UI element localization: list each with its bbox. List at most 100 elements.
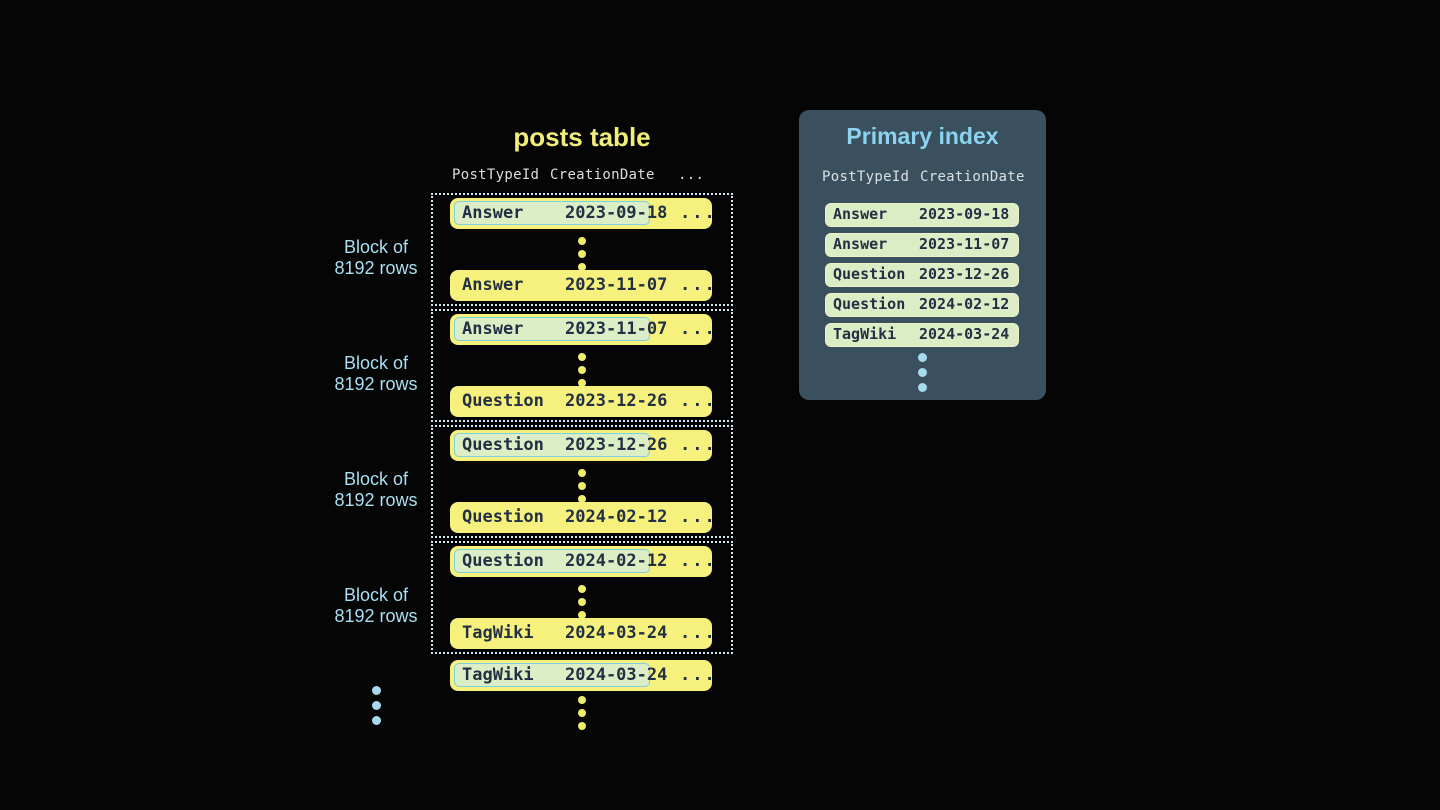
table-row: Answer 2023-09-18 ... (450, 198, 715, 229)
cell-post-type: Question (833, 265, 906, 283)
dot (578, 495, 586, 503)
dot (578, 482, 586, 490)
cell-more-columns: ... (680, 275, 717, 295)
cell-creation-date: 2024-03-24 (919, 325, 1010, 343)
table-row: Answer 2023-11-07 ... (450, 270, 715, 301)
dot (371, 701, 381, 710)
cell-post-type: Question (462, 391, 544, 411)
vertical-ellipsis (296, 686, 456, 725)
cell-post-type: Answer (833, 235, 888, 253)
dot (371, 686, 381, 695)
block-label-line2: 8192 rows (334, 490, 418, 510)
posts-column-creationdate: CreationDate (550, 167, 655, 183)
cell-creation-date: 2023-12-26 (565, 391, 668, 411)
block-label-4: Block of 8192 rows (296, 585, 456, 627)
index-highlight-box (454, 433, 650, 457)
cell-creation-date: 2023-12-26 (565, 435, 668, 455)
dot (578, 611, 586, 619)
index-highlight-box (454, 317, 650, 341)
posts-table-title: posts table (513, 122, 651, 152)
cell-post-type: Answer (462, 319, 524, 339)
primary-index-title: Primary index (846, 123, 999, 149)
cell-post-type: Answer (462, 275, 524, 295)
dot (578, 709, 586, 717)
cell-creation-date: 2023-09-18 (565, 203, 668, 223)
dot (578, 366, 586, 374)
dot (578, 722, 586, 730)
posts-column-more: ... (678, 167, 705, 183)
dot (918, 353, 927, 362)
vertical-ellipsis (433, 237, 731, 271)
block-3: Question 2023-12-26 ... Question 2024-02… (431, 425, 733, 538)
primary-index-panel: Primary index PostTypeId CreationDate An… (799, 110, 1046, 400)
table-row: TagWiki 2024-03-24 ... (450, 660, 715, 691)
cell-creation-date: 2023-11-07 (919, 235, 1010, 253)
index-highlight-box (454, 549, 650, 573)
table-row: Answer 2023-11-07 ... (450, 314, 715, 345)
dot (918, 383, 927, 392)
cell-more-columns: ... (680, 203, 717, 223)
cell-post-type: Question (462, 551, 544, 571)
block-label-line2: 8192 rows (334, 374, 418, 394)
block-label-line1: Block of (343, 237, 409, 257)
cell-more-columns: ... (680, 665, 717, 685)
dot (578, 263, 586, 271)
more-rows-ellipsis (431, 696, 733, 730)
index-highlight-box (454, 663, 650, 687)
cell-post-type: Answer (462, 203, 524, 223)
index-row: Question 2023-12-26 (825, 263, 1019, 287)
dot (578, 585, 586, 593)
cell-creation-date: 2023-11-07 (565, 275, 668, 295)
cell-post-type: Answer (833, 205, 888, 223)
dot (578, 598, 586, 606)
cell-post-type: Question (462, 435, 544, 455)
vertical-ellipsis (433, 353, 731, 387)
cell-creation-date: 2024-03-24 (565, 665, 668, 685)
cell-post-type: TagWiki (462, 665, 534, 685)
cell-creation-date: 2023-09-18 (919, 205, 1010, 223)
dot (578, 696, 586, 704)
cell-creation-date: 2024-02-12 (565, 507, 668, 527)
cell-more-columns: ... (680, 551, 717, 571)
index-row: TagWiki 2024-03-24 (825, 323, 1019, 347)
cell-creation-date: 2023-11-07 (565, 319, 668, 339)
block-label-line1: Block of (343, 353, 409, 373)
cell-post-type: TagWiki (462, 623, 534, 643)
index-row: Question 2024-02-12 (825, 293, 1019, 317)
cell-creation-date: 2024-02-12 (919, 295, 1010, 313)
cell-creation-date: 2024-02-12 (565, 551, 668, 571)
cell-more-columns: ... (680, 623, 717, 643)
cell-post-type: Question (833, 295, 906, 313)
block-2: Answer 2023-11-07 ... Question 2023-12-2… (431, 309, 733, 422)
block-label-line2: 8192 rows (334, 258, 418, 278)
vertical-ellipsis (431, 696, 733, 730)
dot (918, 368, 927, 377)
block-label-line1: Block of (343, 585, 409, 605)
block-label-line2: 8192 rows (334, 606, 418, 626)
table-row: TagWiki 2024-03-24 ... (450, 618, 715, 649)
table-row: Question 2023-12-26 ... (450, 386, 715, 417)
cell-creation-date: 2024-03-24 (565, 623, 668, 643)
cell-post-type: TagWiki (833, 325, 897, 343)
index-highlight-box (454, 201, 650, 225)
dot (578, 469, 586, 477)
cell-post-type: Question (462, 507, 544, 527)
cell-creation-date: 2023-12-26 (919, 265, 1010, 283)
cell-more-columns: ... (680, 435, 717, 455)
cell-more-columns: ... (680, 319, 717, 339)
table-row: Question 2024-02-12 ... (450, 546, 715, 577)
table-row: Question 2024-02-12 ... (450, 502, 715, 533)
block-label-2: Block of 8192 rows (296, 353, 456, 395)
index-column-creationdate: CreationDate (920, 169, 1025, 185)
dot (371, 716, 381, 725)
block-4: Question 2024-02-12 ... TagWiki 2024-03-… (431, 541, 733, 654)
index-column-posttypeid: PostTypeId (822, 169, 910, 185)
dot (578, 379, 586, 387)
dot (578, 237, 586, 245)
dot (578, 250, 586, 258)
block-label-line1: Block of (343, 469, 409, 489)
vertical-ellipsis (433, 585, 731, 619)
index-row: Answer 2023-09-18 (825, 203, 1019, 227)
cell-more-columns: ... (680, 507, 717, 527)
